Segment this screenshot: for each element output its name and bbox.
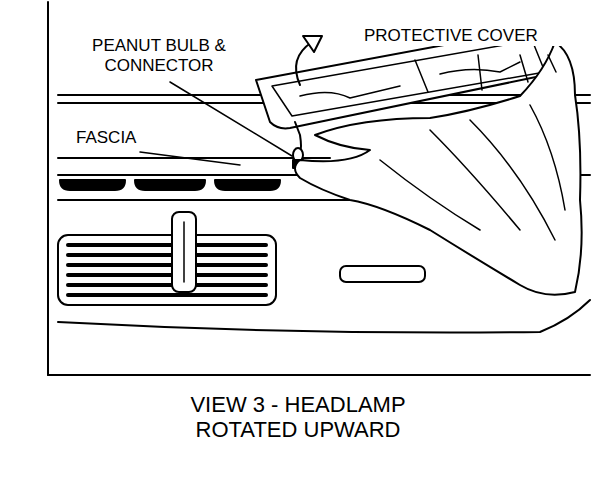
- grille-slat: [68, 253, 266, 257]
- cover-fold: [380, 105, 565, 240]
- part-label: FASCIA: [74, 128, 168, 148]
- grille-tab: [183, 222, 185, 282]
- leader-line: [478, 55, 482, 90]
- leader-line: [170, 82, 292, 156]
- grille-slat: [68, 273, 266, 277]
- rotation-arrow: [303, 36, 322, 52]
- grille: [58, 235, 276, 305]
- leader-line: [548, 55, 556, 72]
- fascia-slot: [215, 180, 280, 190]
- frame-line: [47, 2, 49, 375]
- leader-line: [520, 55, 528, 82]
- bumper-slot: [340, 266, 425, 282]
- grille-tab: [172, 212, 196, 292]
- part-label: PEANUT BULB & CONNECTOR: [72, 36, 246, 75]
- grille-slat: [68, 283, 266, 287]
- frame-line: [48, 374, 590, 376]
- headlamp-lens: [300, 62, 520, 98]
- grille-slat: [68, 243, 266, 247]
- grille-slat: [68, 293, 266, 297]
- headlamp-lens: [415, 60, 428, 92]
- fascia-slot: [135, 180, 205, 190]
- leader-line: [140, 152, 240, 165]
- part-label: PROTECTIVE COVER: [362, 26, 586, 46]
- fascia-slot: [60, 180, 125, 190]
- rotation-arrow: [296, 42, 312, 85]
- figure-caption: VIEW 3 - HEADLAMP ROTATED UPWARD: [186, 392, 410, 443]
- protective-cover: [295, 42, 582, 295]
- grille-slat: [68, 263, 266, 267]
